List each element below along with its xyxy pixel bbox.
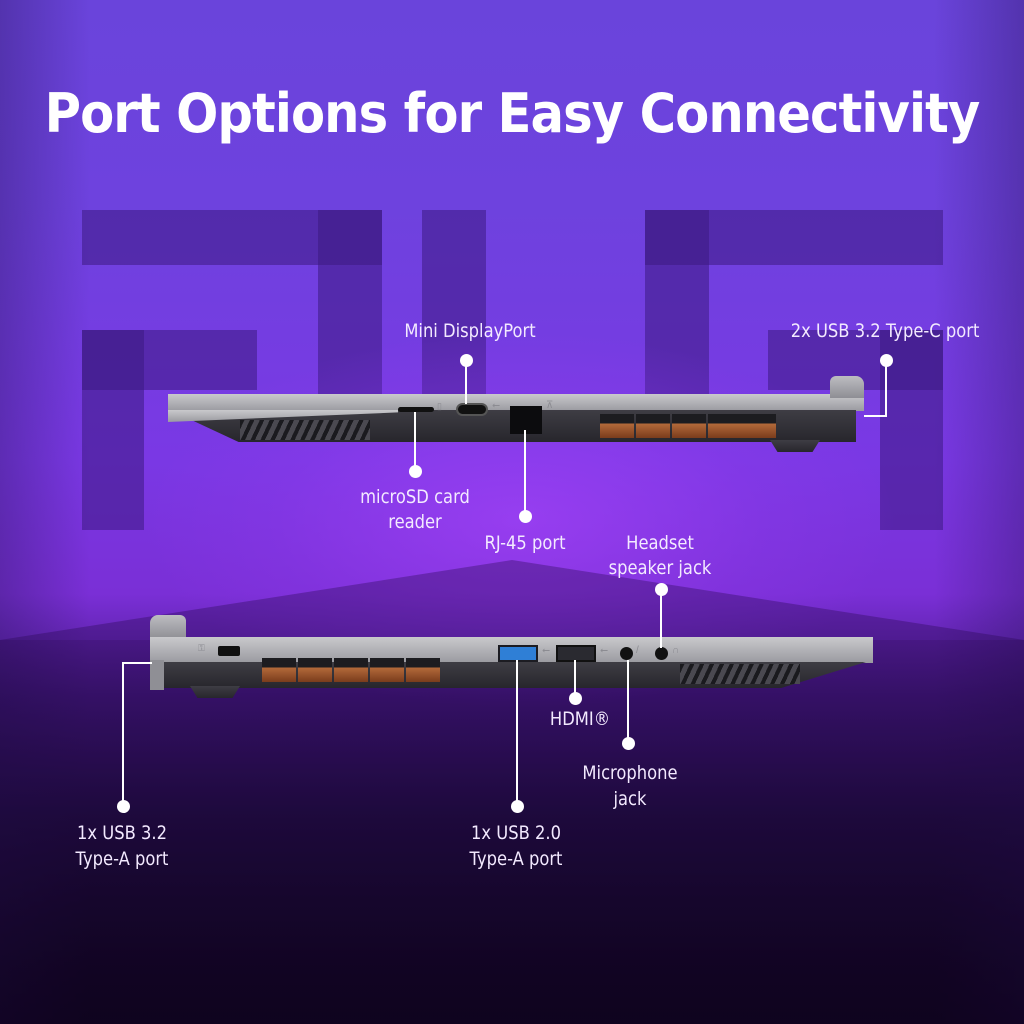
page-title: Port Options for Easy Connectivity [44,82,981,145]
headset-jack-port [655,647,668,660]
callout-dot [569,692,582,705]
callout-line [885,360,887,417]
headphone-icon: ∩ [672,645,680,656]
microphone-jack-port [620,647,633,660]
usb-symbol-icon: ⭠ [600,645,608,656]
usb-symbol-icon: ⭠ [542,645,550,656]
rj45-port [510,406,542,434]
callout-dot [117,800,130,813]
side-vent [240,420,370,440]
label-headset-line1: Headset [626,532,694,554]
usb-2-0-type-a-port [556,645,596,662]
label-microphone-line1: Microphone [582,762,678,784]
label-headset-line2: speaker jack [608,557,712,579]
callout-line [660,590,662,648]
label-usb32a-line1: 1x USB 3.2 [76,822,167,844]
callout-line [516,660,518,806]
callout-dot [655,583,668,596]
callout-dot [409,465,422,478]
label-mini-displayport: Mini DisplayPort [404,320,536,342]
callout-dot [519,510,532,523]
callout-line [864,415,887,417]
floor-shadow [0,640,1024,1024]
callout-line [574,660,576,695]
label-rj45: RJ-45 port [484,532,566,554]
label-usb-c: 2x USB 3.2 Type-C port [790,320,980,342]
label-microphone-line2: jack [613,788,647,810]
label-usb20a-line1: 1x USB 2.0 [470,822,561,844]
side-vent [680,664,800,684]
label-microsd-line2: reader [388,511,442,533]
microsd-icon: ▯ [437,401,442,411]
kensington-lock-slot [218,646,240,656]
kensington-lock-icon: ⚿ [198,643,205,653]
label-usb32a-line2: Type-A port [75,848,169,870]
callout-dot [511,800,524,813]
mic-icon: / [636,645,639,656]
callout-line [122,662,124,806]
label-microsd-line1: microSD card [360,486,470,508]
usb-3-2-type-a-port [498,645,538,662]
callout-line [465,360,467,404]
callout-line [627,660,629,742]
callout-line [122,662,152,664]
label-hdmi: HDMI® [549,708,611,730]
callout-line [524,430,526,512]
usb-symbol-icon: ⭠ [492,400,500,411]
microsd-slot [398,407,434,412]
callout-line [414,412,416,468]
label-usb20a-line2: Type-A port [469,848,563,870]
callout-dot [622,737,635,750]
mini-displayport-port [456,403,488,416]
ethernet-icon: ⊼ [546,400,554,411]
